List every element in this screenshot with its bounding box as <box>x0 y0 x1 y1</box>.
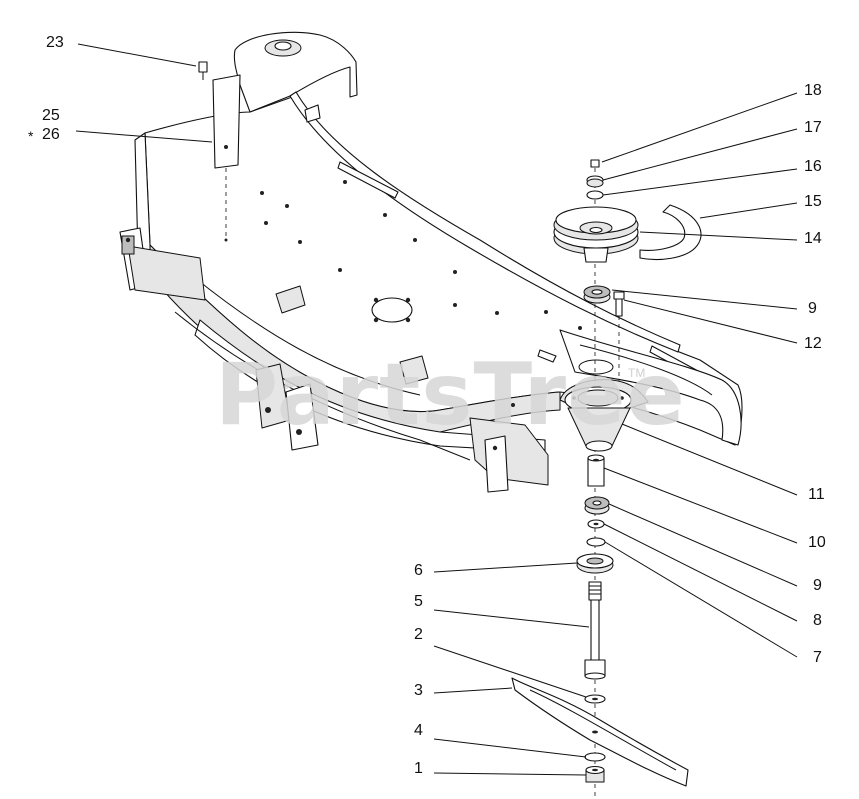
callout-3: 3 <box>414 682 423 699</box>
callout-8: 8 <box>813 612 822 629</box>
belt-shield <box>198 31 358 242</box>
part-3-blade <box>511 677 689 787</box>
part-1-nut <box>585 765 605 783</box>
rear-wall-strip <box>289 91 681 353</box>
callout-26-marker: * <box>28 128 34 144</box>
parts-tree-watermark: PartsTree <box>215 345 686 445</box>
callout-9-lower: 9 <box>813 577 822 594</box>
part-6-cup <box>576 553 614 574</box>
part-10-spacer <box>587 454 605 487</box>
part-14-pulley <box>553 206 639 263</box>
deck-spindle-mount <box>371 297 413 323</box>
front-hitch-brackets <box>255 363 319 451</box>
rear-tab <box>304 104 321 123</box>
callout-14: 14 <box>804 230 822 247</box>
part-7-washer <box>586 537 606 547</box>
callout-7: 7 <box>813 649 822 666</box>
left-bracket <box>119 227 206 301</box>
callout-6: 6 <box>414 562 423 579</box>
callout-23: 23 <box>46 34 64 51</box>
callout-10: 10 <box>808 534 826 551</box>
callout-9-upper: 9 <box>808 300 817 317</box>
part-9-lower-bearing <box>584 496 610 515</box>
callout-16: 16 <box>804 158 822 175</box>
part-4-washer <box>584 752 606 762</box>
callout-26: 26 <box>42 126 60 143</box>
callout-18: 18 <box>804 82 822 99</box>
part-15-belt-guard <box>639 204 702 261</box>
part-16-washer <box>586 190 604 200</box>
part-12-bolt <box>613 291 625 317</box>
callout-12: 12 <box>804 335 822 352</box>
callout-4: 4 <box>414 722 423 739</box>
part-5-shaft <box>584 581 606 680</box>
callout-17: 17 <box>804 119 822 136</box>
spindle-assembly <box>511 159 702 799</box>
callout-5: 5 <box>414 593 423 610</box>
callout-1: 1 <box>414 760 423 777</box>
discharge-curl <box>559 329 742 446</box>
callout-2: 2 <box>414 626 423 643</box>
part-18-nut <box>590 159 600 168</box>
right-front-bracket <box>469 417 549 493</box>
leader-lines <box>75 43 798 776</box>
deck-holes <box>260 180 607 407</box>
part-11-spindle-housing <box>559 359 649 452</box>
callout-25: 25 <box>42 107 60 124</box>
part-9-upper-bearing <box>583 285 611 304</box>
watermark-trademark: TM <box>628 366 646 380</box>
callout-11: 11 <box>808 486 825 503</box>
callout-15: 15 <box>804 193 822 210</box>
